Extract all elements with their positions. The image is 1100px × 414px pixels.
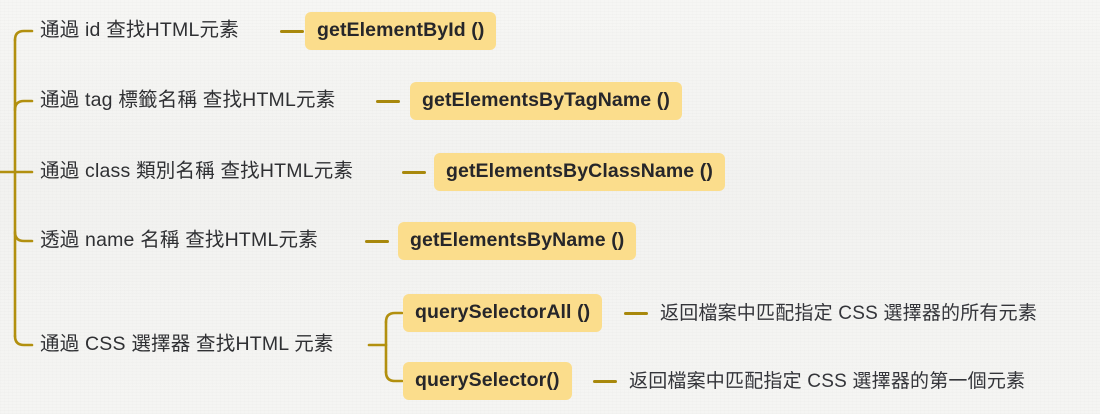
method-pill-getelementbyid[interactable]: getElementById () xyxy=(305,12,497,50)
method-pill-getelementsbyname[interactable]: getElementsByName () xyxy=(398,222,637,260)
branch-label-4[interactable]: 透過 name 名稱 查找HTML元素 xyxy=(40,229,318,251)
branch-label-5[interactable]: 通過 CSS 選擇器 查找HTML 元素 xyxy=(40,333,334,355)
css-subbranch-1 xyxy=(384,311,404,324)
css-subbranch-2 xyxy=(384,370,404,383)
connector-dash-2 xyxy=(376,100,400,103)
method-pill-getelementsbytagname[interactable]: getElementsByTagName () xyxy=(410,82,682,120)
method-pill-queryselector[interactable]: querySelector() xyxy=(403,362,572,400)
connector-dash-1 xyxy=(280,30,304,33)
connector-dash-3 xyxy=(402,171,426,174)
connector-dash-5b xyxy=(593,380,617,383)
connector-dash-4 xyxy=(365,240,389,243)
method-pill-getelementsbyclassname[interactable]: getElementsByClassName () xyxy=(434,153,725,191)
branch-label-1[interactable]: 通過 id 查找HTML元素 xyxy=(40,19,239,41)
description-queryselector: 返回檔案中匹配指定 CSS 選擇器的第一個元素 xyxy=(629,371,1026,392)
connector-dash-5a xyxy=(624,312,648,315)
branch-wire-4 xyxy=(13,230,34,243)
description-queryselectorall: 返回檔案中匹配指定 CSS 選擇器的所有元素 xyxy=(660,303,1038,324)
branch-wire-2 xyxy=(13,99,34,112)
branch-label-3[interactable]: 通過 class 類別名稱 查找HTML元素 xyxy=(40,160,354,182)
method-pill-queryselectorall[interactable]: querySelectorAll () xyxy=(403,294,603,332)
branch-label-2[interactable]: 通過 tag 標籤名稱 查找HTML元素 xyxy=(40,89,336,111)
branch-wire-5 xyxy=(13,334,34,347)
branch-wire-1 xyxy=(13,29,34,42)
